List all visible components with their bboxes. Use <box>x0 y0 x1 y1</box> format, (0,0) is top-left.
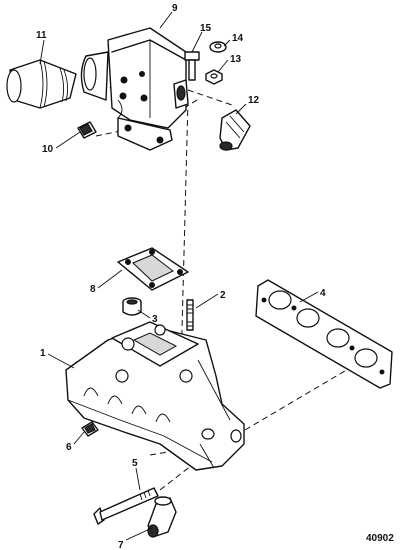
elbow-bolt <box>184 51 200 81</box>
pipe-plug <box>122 297 142 316</box>
callout-12: 12 <box>248 95 260 106</box>
callout-6: 6 <box>66 442 72 453</box>
callout-10: 10 <box>42 144 54 155</box>
manifold-gasket <box>255 279 393 389</box>
washer <box>209 41 227 53</box>
elbow-fitting <box>147 496 177 538</box>
drain-plug <box>81 421 99 437</box>
callout-2: 2 <box>220 290 226 301</box>
exhaust-manifold <box>65 321 245 471</box>
callout-8: 8 <box>90 284 96 295</box>
callout-11: 11 <box>36 30 47 41</box>
callout-5: 5 <box>132 458 138 469</box>
exhaust-sleeve <box>6 59 77 109</box>
callout-14: 14 <box>232 33 244 44</box>
callout-7: 7 <box>118 540 124 550</box>
exhaust-elbow <box>80 27 189 151</box>
callout-1: 1 <box>40 348 46 359</box>
elbow-gasket <box>117 247 189 291</box>
hose-fitting <box>219 109 251 151</box>
callout-3: 3 <box>152 314 158 325</box>
leader-lines <box>39 11 319 541</box>
figure-code: 40902 <box>366 533 394 544</box>
callout-labels: 9 11 15 14 13 12 10 8 3 2 4 1 6 5 7 <box>36 3 326 550</box>
nut <box>205 69 223 85</box>
callout-15: 15 <box>200 23 212 34</box>
long-bolt <box>93 487 159 525</box>
stud <box>186 299 194 331</box>
callout-13: 13 <box>230 54 242 65</box>
callout-9: 9 <box>172 3 178 14</box>
callout-4: 4 <box>320 288 326 299</box>
plug-screw <box>77 121 97 139</box>
